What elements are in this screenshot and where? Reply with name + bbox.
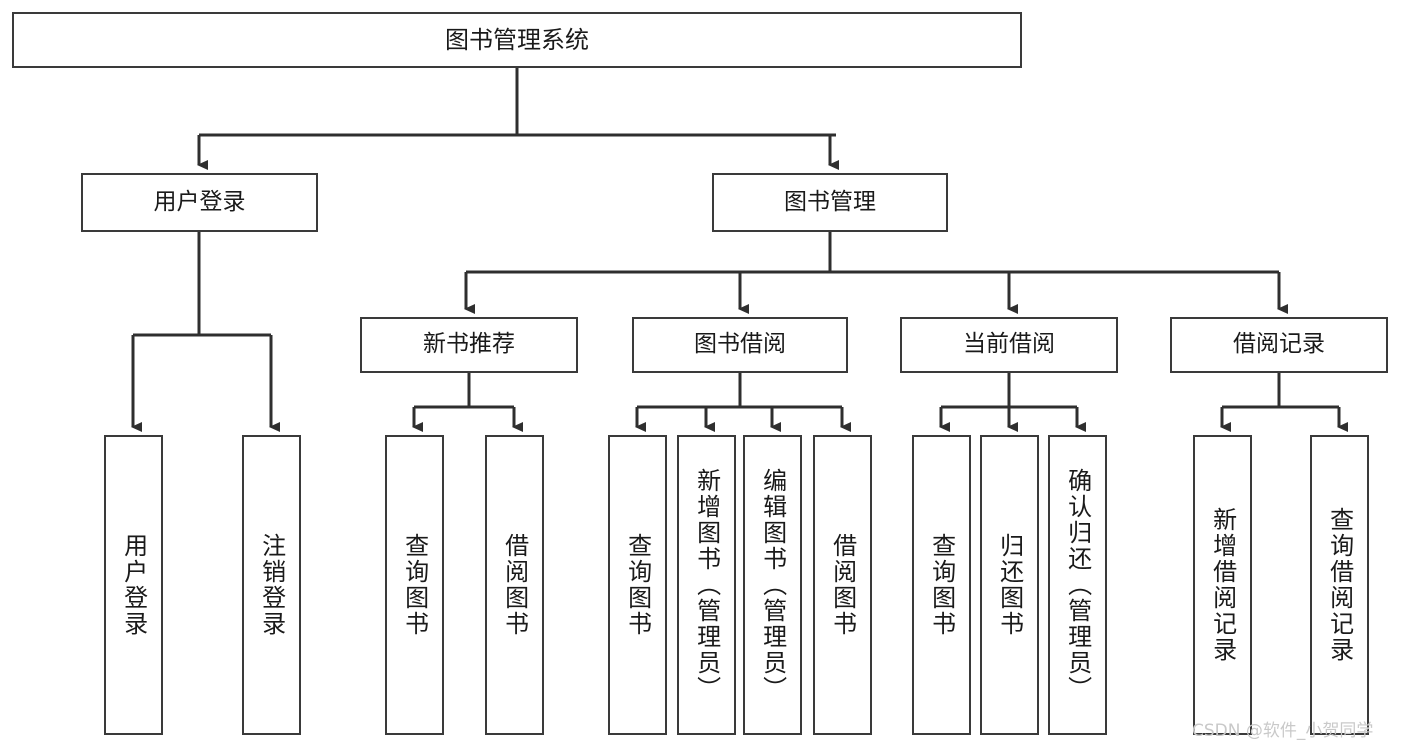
node-borrow-records[interactable]: 借阅记录	[1170, 317, 1388, 373]
node-label: 用户登录	[119, 533, 148, 637]
node-label: 借阅图书	[500, 533, 529, 637]
leaf-borrow-book-recommend[interactable]: 借阅图书	[485, 435, 544, 735]
node-root-library-system[interactable]: 图书管理系统	[12, 12, 1022, 68]
node-new-book-recommend[interactable]: 新书推荐	[360, 317, 578, 373]
node-book-management[interactable]: 图书管理	[712, 173, 948, 232]
leaf-return-book[interactable]: 归还图书	[980, 435, 1039, 735]
leaf-borrow-book[interactable]: 借阅图书	[813, 435, 872, 735]
leaf-query-borrow-record[interactable]: 查询借阅记录	[1310, 435, 1369, 735]
leaf-user-logout[interactable]: 注销登录	[242, 435, 301, 735]
node-label: 查询借阅记录	[1325, 507, 1354, 663]
node-label: 当前借阅	[963, 331, 1055, 358]
node-label: 查询图书	[400, 533, 429, 637]
node-label: 借阅图书	[828, 533, 857, 637]
leaf-add-borrow-record[interactable]: 新增借阅记录	[1193, 435, 1252, 735]
node-label: 新书推荐	[423, 331, 515, 358]
leaf-user-login[interactable]: 用户登录	[104, 435, 163, 735]
leaf-query-book-current[interactable]: 查询图书	[912, 435, 971, 735]
node-label: 用户登录	[153, 188, 246, 215]
node-label: 图书管理	[784, 188, 876, 215]
leaf-edit-book-admin[interactable]: 编辑图书（管理员）	[743, 435, 802, 735]
node-label: 归还图书	[995, 533, 1024, 637]
node-book-borrow[interactable]: 图书借阅	[632, 317, 848, 373]
node-user-login[interactable]: 用户登录	[81, 173, 318, 232]
node-label: 借阅记录	[1233, 331, 1325, 358]
node-label: 确认归还（管理员）	[1063, 468, 1092, 702]
leaf-confirm-return-admin[interactable]: 确认归还（管理员）	[1048, 435, 1107, 735]
csdn-watermark: CSDN @软件_小贺同学	[1192, 721, 1374, 741]
node-label: 图书管理系统	[445, 25, 589, 54]
node-label: 查询图书	[927, 533, 956, 637]
leaf-query-book-recommend[interactable]: 查询图书	[385, 435, 444, 735]
leaf-query-book-borrow[interactable]: 查询图书	[608, 435, 667, 735]
node-label: 新增借阅记录	[1208, 507, 1237, 663]
node-current-borrow[interactable]: 当前借阅	[900, 317, 1118, 373]
node-label: 新增图书（管理员）	[692, 468, 721, 702]
node-label: 编辑图书（管理员）	[758, 468, 787, 702]
node-label: 注销登录	[257, 533, 286, 637]
node-label: 图书借阅	[694, 331, 786, 358]
leaf-add-book-admin[interactable]: 新增图书（管理员）	[677, 435, 736, 735]
node-label: 查询图书	[623, 533, 652, 637]
